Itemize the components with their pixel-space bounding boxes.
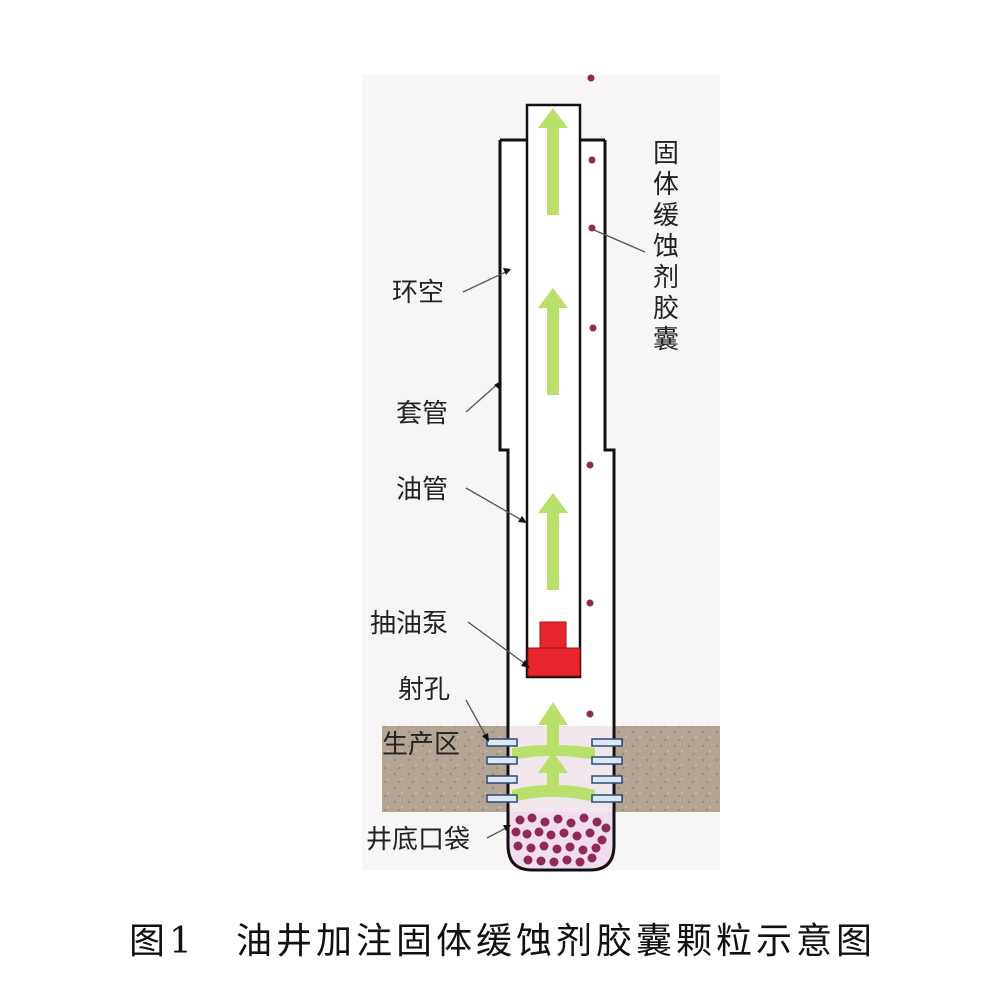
perforations-left bbox=[486, 738, 518, 803]
tubing-arrowhead bbox=[518, 516, 527, 523]
tubing-leader bbox=[465, 487, 526, 523]
perforations-right bbox=[591, 738, 623, 803]
perforation bbox=[591, 794, 623, 803]
flow-arrow-2 bbox=[538, 288, 568, 395]
well-diagram: 环空 套管 油管 抽油泵 射孔 生产区 井底口袋 固体缓蚀剂胶囊 bbox=[366, 74, 720, 872]
pump-arrowhead bbox=[521, 660, 530, 668]
pump-top bbox=[539, 621, 567, 651]
label-pump: 抽油泵 bbox=[370, 609, 448, 639]
perforation bbox=[486, 794, 518, 803]
rathole-fill bbox=[508, 810, 614, 868]
flow-arrow-3 bbox=[538, 493, 568, 590]
capsule-particle bbox=[586, 461, 594, 469]
pump-body bbox=[527, 647, 581, 677]
falling-capsules bbox=[586, 74, 597, 718]
perforation-leader bbox=[465, 699, 489, 741]
inflow-arrows bbox=[512, 702, 595, 802]
casing-arrowhead bbox=[494, 381, 501, 389]
capsule-particle bbox=[586, 710, 594, 718]
casing-outline bbox=[498, 140, 616, 872]
perforation bbox=[486, 756, 518, 765]
pump-leader bbox=[467, 621, 529, 667]
leader-arrowheads bbox=[482, 268, 530, 831]
perforation bbox=[591, 756, 623, 765]
label-perforation: 射孔 bbox=[398, 675, 450, 705]
perforation bbox=[486, 738, 518, 747]
annulus-leader bbox=[462, 269, 511, 293]
perforation bbox=[591, 738, 623, 747]
label-casing: 套管 bbox=[396, 399, 448, 429]
annulus-arrowhead bbox=[503, 268, 511, 275]
capsule-particle bbox=[588, 224, 596, 232]
rathole-arrowhead bbox=[503, 825, 511, 831]
figure-caption: 图1 油井加注固体缓蚀剂胶囊颗粒示意图 bbox=[129, 921, 876, 962]
perforation bbox=[486, 775, 518, 784]
capsule-particle bbox=[587, 74, 595, 82]
label-rathole: 井底口袋 bbox=[366, 825, 470, 855]
capsule-pile bbox=[511, 813, 611, 867]
casing-leader bbox=[465, 381, 501, 413]
flow-arrow-1 bbox=[538, 108, 568, 215]
capsule-particle bbox=[586, 599, 594, 607]
label-production-zone: 生产区 bbox=[382, 730, 460, 760]
label-annulus: 环空 bbox=[392, 278, 444, 308]
inflow-arrow-lower bbox=[512, 752, 595, 802]
capsule-leader bbox=[593, 229, 646, 253]
capsule-particle bbox=[588, 156, 596, 164]
label-capsule: 固体缓蚀剂胶囊 bbox=[653, 139, 679, 355]
leader-lines bbox=[462, 229, 646, 839]
perforation-arrowhead bbox=[482, 733, 489, 742]
perforation bbox=[591, 775, 623, 784]
capsule-particle bbox=[589, 324, 597, 332]
flow-arrows bbox=[538, 108, 568, 590]
inflow-arrow-upper bbox=[512, 702, 595, 760]
label-tubing: 油管 bbox=[396, 475, 448, 505]
